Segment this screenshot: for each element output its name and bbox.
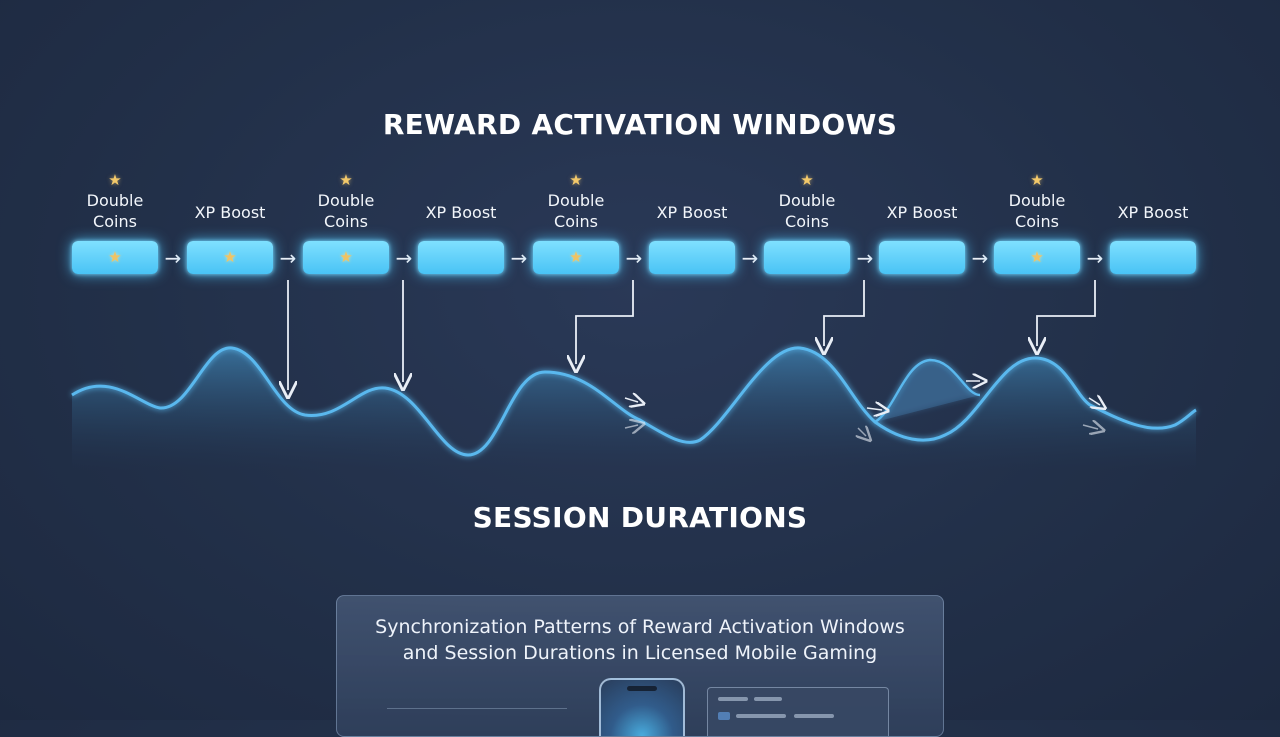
panel-line (794, 714, 834, 718)
star-icon: ★ (339, 171, 353, 189)
wave-arrow-7 (1082, 425, 1098, 429)
connector-arrows (288, 280, 1096, 390)
star-icon: ★ (108, 171, 122, 189)
dashboard-panel-graphic (707, 687, 889, 736)
wave-arrow-4 (858, 428, 866, 436)
arrow-right-icon: → (279, 246, 297, 270)
star-icon: ★ (569, 248, 583, 266)
arrow-right-icon: → (164, 246, 182, 270)
star-icon: ★ (569, 171, 583, 189)
caption-line-1: Synchronization Patterns of Reward Activ… (375, 616, 905, 638)
arrow-right-icon: → (856, 246, 874, 270)
arrow-right-icon: → (395, 246, 413, 270)
panel-line (718, 697, 748, 701)
window-label: XP Boost (867, 202, 977, 223)
reward-window-box: ★ (994, 241, 1080, 274)
wave-arrow-3 (866, 408, 882, 410)
arrow-right-icon: → (741, 246, 759, 270)
window-label-line-1: Double (317, 191, 375, 210)
star-icon: ★ (1030, 248, 1044, 266)
window-label-line-1: Double (1008, 191, 1066, 210)
window-label-line-2: Coins (554, 212, 598, 231)
connector-arrow-3 (576, 280, 634, 364)
window-label: XP Boost (637, 202, 747, 223)
star-icon: ★ (108, 248, 122, 266)
reward-window-box (879, 241, 965, 274)
arrow-right-icon: → (625, 246, 643, 270)
window-label-line-2: Coins (785, 212, 829, 231)
reward-window-box (418, 241, 504, 274)
arrow-right-icon: → (1086, 246, 1104, 270)
session-wave-area (72, 347, 1196, 470)
reward-window-box (764, 241, 850, 274)
window-label-line-2: Coins (93, 212, 137, 231)
window-label-line-1: XP Boost (1117, 203, 1189, 222)
connector-arrow-5 (1037, 280, 1096, 346)
reward-window-box (1110, 241, 1196, 274)
caption-text: Synchronization Patterns of Reward Activ… (337, 614, 943, 666)
wave-arrow-1 (624, 398, 638, 402)
session-wave-line (71, 346, 1197, 457)
window-label-line-1: XP Boost (194, 203, 266, 222)
arrow-right-icon: → (510, 246, 528, 270)
panel-line (754, 697, 782, 701)
panel-line (736, 714, 786, 718)
window-label-line-1: XP Boost (886, 203, 958, 222)
wave-arrow-2 (624, 425, 638, 428)
window-label-line-2: Coins (324, 212, 368, 231)
phone-notch (627, 686, 657, 691)
arrow-right-icon: → (971, 246, 989, 270)
window-label: XP Boost (406, 202, 516, 223)
caption-line-2: and Session Durations in Licensed Mobile… (402, 642, 878, 664)
reward-window-box: ★ (303, 241, 389, 274)
reward-activation-title: REWARD ACTIVATION WINDOWS (382, 108, 898, 141)
panel-line (718, 712, 730, 720)
session-durations-title: SESSION DURATIONS (472, 501, 808, 534)
wave-small-arrows (624, 381, 1100, 436)
window-label: XP Boost (175, 202, 285, 223)
star-icon: ★ (339, 248, 353, 266)
window-label-line-1: Double (547, 191, 605, 210)
window-label-line-1: XP Boost (425, 203, 497, 222)
reward-window-box: ★ (533, 241, 619, 274)
window-label-line-1: Double (86, 191, 144, 210)
star-icon: ★ (223, 248, 237, 266)
caption-card: Synchronization Patterns of Reward Activ… (336, 595, 944, 737)
decorative-grid-graphic (387, 708, 567, 736)
window-label-line-1: XP Boost (656, 203, 728, 222)
star-icon: ★ (800, 171, 814, 189)
reward-window-box: ★ (187, 241, 273, 274)
window-label-line-1: Double (778, 191, 836, 210)
window-label-line-2: Coins (1015, 212, 1059, 231)
reward-window-box: ★ (72, 241, 158, 274)
phone-icon (599, 678, 685, 736)
connector-arrow-4 (824, 280, 865, 346)
session-wave-overlap-area (874, 358, 981, 424)
window-label: XP Boost (1098, 202, 1208, 223)
wave-arrow-6 (1088, 398, 1100, 405)
star-icon: ★ (1030, 171, 1044, 189)
reward-window-box (649, 241, 735, 274)
